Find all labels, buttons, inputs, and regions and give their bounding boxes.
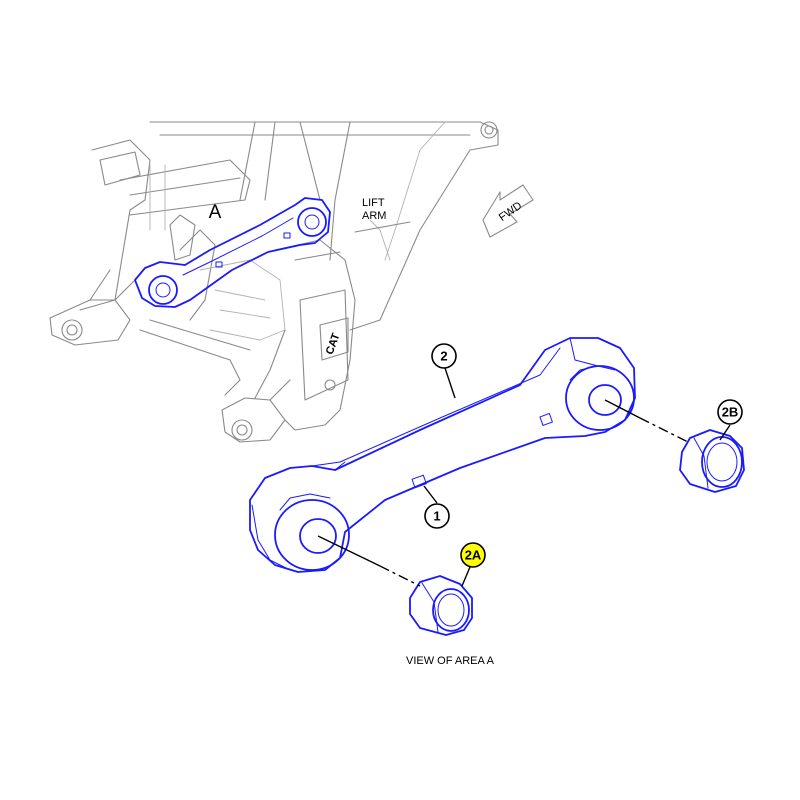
bushing-2a bbox=[409, 575, 473, 636]
center-lines bbox=[317, 399, 691, 587]
callout-2a-label: 2A bbox=[465, 548, 482, 563]
link-detail bbox=[249, 337, 636, 573]
machine-frame: CAT bbox=[49, 121, 499, 443]
link-context-highlight bbox=[134, 197, 331, 308]
bushing-2b bbox=[679, 429, 745, 493]
callout-2-label: 2 bbox=[440, 349, 447, 364]
fwd-arrow: FWD bbox=[482, 184, 534, 238]
lift-arm-label-line2: ARM bbox=[362, 210, 386, 222]
area-marker: A bbox=[209, 202, 222, 223]
callout-2b-label: 2B bbox=[722, 405, 739, 420]
cat-logo: CAT bbox=[324, 331, 343, 356]
callout-1-label: 1 bbox=[433, 509, 440, 524]
fwd-label: FWD bbox=[497, 200, 524, 224]
callout-2b[interactable]: 2B bbox=[717, 399, 743, 425]
callout-1[interactable]: 1 bbox=[424, 503, 450, 529]
callout-2[interactable]: 2 bbox=[431, 343, 457, 369]
leader-lines bbox=[423, 367, 731, 587]
lift-arm-label-line1: LIFT bbox=[362, 197, 385, 209]
callout-2a[interactable]: 2A bbox=[460, 542, 486, 568]
view-caption: VIEW OF AREA A bbox=[406, 655, 495, 667]
